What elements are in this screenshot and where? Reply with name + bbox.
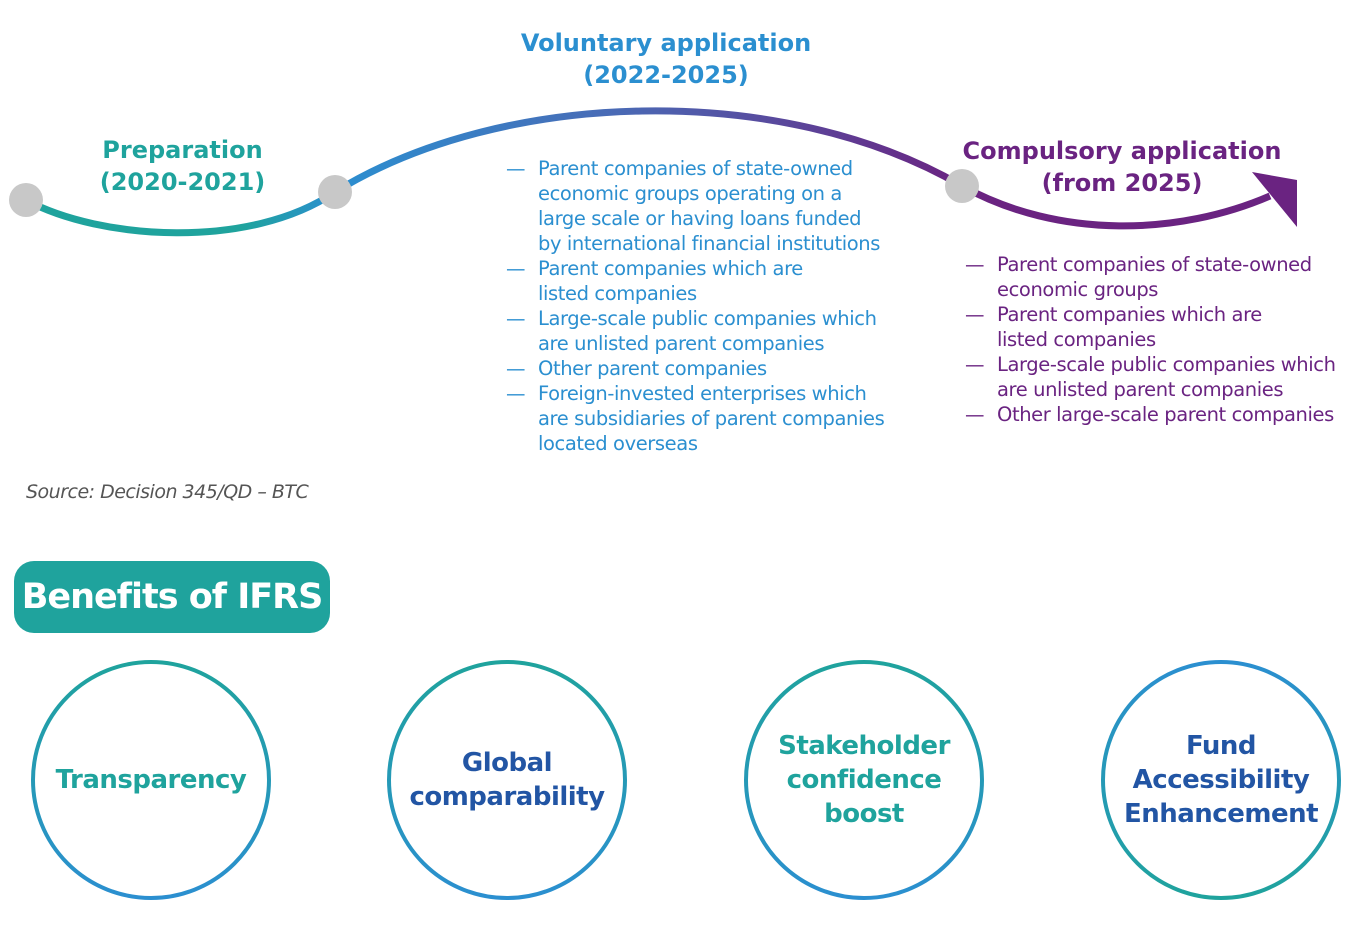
list-item-text: listed companies	[538, 282, 697, 305]
dash-bullet-icon: —	[506, 382, 526, 405]
dash-bullet-icon: —	[506, 307, 526, 330]
benefit-circle-stakeholder-confidence: Stakeholder confidence boost	[744, 660, 984, 900]
benefit-circle-transparency: Transparency	[31, 660, 271, 900]
timeline-segment-voluntary	[333, 107, 964, 195]
arrowhead-icon	[1252, 172, 1297, 227]
timeline-segment-preparation	[24, 189, 337, 237]
list-item-text: Parent companies of state-owned	[997, 253, 1312, 276]
phase-name: Voluntary application	[520, 29, 812, 57]
timeline-node-2020	[9, 183, 43, 217]
benefits-heading: Benefits of IFRS	[14, 561, 330, 633]
phase-period: (2020-2021)	[99, 168, 266, 196]
circle-ring	[744, 660, 984, 900]
benefit-label-line: Accessibility	[1132, 765, 1310, 795]
list-item-text: Other large-scale parent companies	[997, 403, 1334, 426]
phase-period: (from 2025)	[1041, 169, 1203, 197]
dash-bullet-icon: —	[965, 403, 985, 426]
dash-bullet-icon: —	[965, 353, 985, 376]
phase-title-compulsory: Compulsory application (from 2025)	[952, 135, 1292, 199]
list-item-text: by international financial institutions	[538, 232, 881, 255]
list-item-text: Large-scale public companies which	[538, 307, 877, 330]
list-item-text: Parent companies of state-owned	[538, 157, 853, 180]
list-item: — Other parent companies	[506, 356, 884, 381]
benefit-label-line: Fund	[1185, 731, 1257, 761]
dash-bullet-icon: —	[965, 303, 985, 326]
dash-bullet-icon: —	[965, 253, 985, 276]
benefit-label-line: confidence	[786, 765, 942, 795]
list-item-text: listed companies	[997, 328, 1156, 351]
dash-bullet-icon: —	[506, 257, 526, 280]
dash-bullet-icon: —	[506, 157, 526, 180]
benefit-label-line: boost	[824, 799, 904, 829]
list-item-text: large scale or having loans funded	[538, 207, 862, 230]
phase-name: Compulsory application	[962, 137, 1282, 165]
list-item-text: Foreign-invested enterprises which	[538, 382, 867, 405]
list-item-text: are subsidiaries of parent companies	[538, 407, 885, 430]
circle-ring	[31, 660, 271, 900]
benefit-label-line: comparability	[409, 782, 605, 812]
dash-bullet-icon: —	[506, 357, 526, 380]
timeline-node-2025	[945, 169, 979, 203]
timeline-node-2022	[318, 175, 352, 209]
benefit-label-line: Stakeholder	[778, 731, 950, 761]
benefit-label: Transparency	[56, 763, 247, 797]
phase-title-voluntary: Voluntary application (2022-2025)	[510, 27, 822, 91]
benefit-label-line: Transparency	[55, 765, 247, 795]
list-item-text: Parent companies which are	[997, 303, 1262, 326]
list-item-text: economic groups operating on a	[538, 182, 842, 205]
timeline-segment-compulsory	[960, 182, 1272, 230]
phase-title-preparation: Preparation (2020-2021)	[60, 134, 305, 198]
list-item-text: are unlisted parent companies	[538, 332, 825, 355]
list-item-text: located overseas	[538, 432, 698, 455]
phase-period: (2022-2025)	[583, 61, 749, 89]
circle-ring	[387, 660, 627, 900]
benefit-circle-global-comparability: Global comparability	[387, 660, 627, 900]
benefit-label-line: Global	[461, 748, 553, 778]
benefit-label: Stakeholder confidence boost	[778, 729, 950, 831]
list-item-text: Other parent companies	[538, 357, 767, 380]
source-note: Source: Decision 345/QD – BTC	[26, 481, 309, 503]
timeline-curve	[9, 107, 1297, 237]
circle-ring	[1101, 660, 1341, 900]
list-item-text: are unlisted parent companies	[997, 378, 1284, 401]
list-item-text: Parent companies which are	[538, 257, 803, 280]
list-item: — Other large-scale parent companies	[965, 402, 1336, 427]
benefit-label-line: Enhancement	[1123, 799, 1319, 829]
benefit-label: Global comparability	[409, 746, 605, 814]
list-item-text: economic groups	[997, 278, 1159, 301]
list-item-text: Large-scale public companies which	[997, 353, 1336, 376]
phase-name: Preparation	[102, 136, 263, 164]
